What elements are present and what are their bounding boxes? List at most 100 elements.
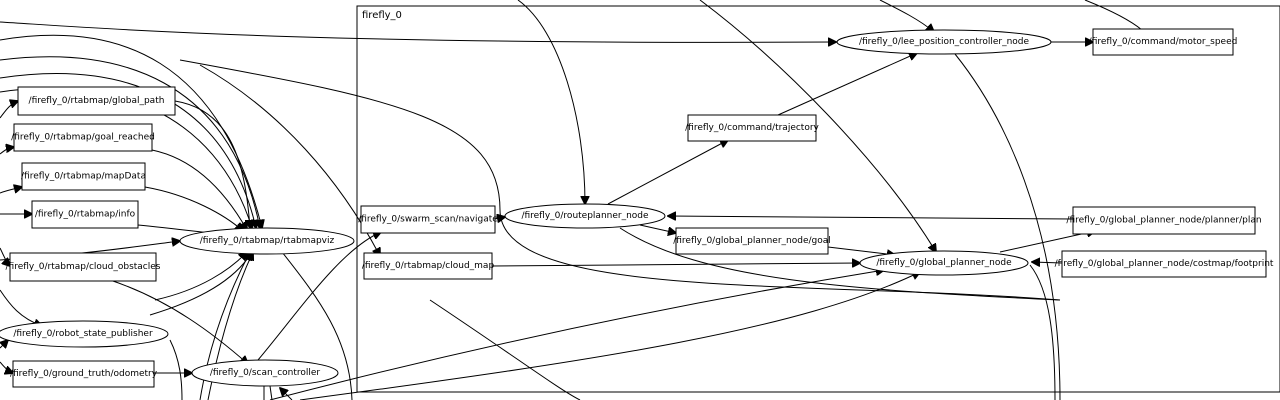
node-label: /firefly_0/routeplanner_node — [521, 211, 649, 221]
node-shape — [9, 252, 157, 282]
node-label: /firefly_0/rtabmap/mapData — [21, 172, 146, 182]
node-shape — [687, 114, 817, 142]
node-label: /firefly_0/rtabmap/cloud_map — [362, 261, 495, 271]
nodes-layer: /firefly_0/rtabmap/global_path /firefly_… — [0, 28, 1274, 388]
node-ground-truth-odometry[interactable]: /firefly_0/ground_truth/odometry — [10, 360, 158, 388]
node-global-path[interactable]: /firefly_0/rtabmap/global_path — [17, 86, 176, 116]
edge-top-routeplanner — [517, 0, 585, 204]
edge-long-1 — [179, 59, 1061, 301]
node-shape — [21, 162, 146, 191]
node-global-planner[interactable]: /firefly_0/global_planner_node — [859, 250, 1029, 276]
node-shape — [363, 252, 493, 280]
node-info[interactable]: /firefly_0/rtabmap/info — [31, 200, 139, 229]
node-label: /firefly_0/global_planner_node/costmap/f… — [1055, 259, 1274, 269]
node-label: /firefly_0/rtabmap/goal_reached — [11, 133, 155, 143]
node-label: /firefly_0/ground_truth/odometry — [10, 369, 158, 379]
edge-plan-route — [668, 216, 1074, 219]
cluster-label: firefly_0 — [362, 10, 402, 21]
edge-route — [0, 56, 260, 228]
edge-route-goal — [639, 224, 676, 233]
edge-left-rsp — [0, 289, 42, 326]
node-label: /firefly_0/global_planner_node/goal — [673, 236, 831, 246]
node-rtabmapviz[interactable]: /firefly_0/rtabmap/rtabmapviz — [179, 227, 355, 255]
node-label: /firefly_0/swarm_scan/navigate — [358, 215, 498, 225]
edge-route — [0, 34, 262, 228]
edge-long-2 — [619, 227, 1061, 301]
edge-gpn-down — [1029, 264, 1056, 400]
edge-top-lee-2 — [879, 0, 934, 32]
node-shape — [179, 227, 355, 255]
edge-up-viz-2 — [154, 252, 247, 301]
node-robot-state-publisher[interactable]: /firefly_0/robot_state_publisher — [0, 320, 169, 348]
node-global-planner-goal[interactable]: /firefly_0/global_planner_node/goal — [673, 227, 831, 255]
edge-top-motor — [1084, 0, 1143, 31]
node-command-trajectory[interactable]: /firefly_0/command/trajectory — [685, 114, 820, 142]
edge-mapdata — [144, 186, 243, 231]
node-scan-controller[interactable]: /firefly_0/scan_controller — [191, 359, 339, 387]
edge-scan-down-b — [269, 385, 273, 400]
node-label: /firefly_0/command/trajectory — [685, 123, 819, 133]
edge-scan-up — [280, 388, 293, 400]
edge-viz-cloudmap — [199, 64, 380, 256]
node-shape — [504, 203, 666, 229]
node-shape — [1061, 250, 1267, 278]
edge-global-path — [174, 100, 250, 228]
node-label: /firefly_0/rtabmap/rtabmapviz — [200, 236, 335, 246]
node-swarm-scan-navigate[interactable]: /firefly_0/swarm_scan/navigate — [358, 205, 498, 234]
node-goal-reached[interactable]: /firefly_0/rtabmap/goal_reached — [11, 123, 155, 152]
edge-scan-nav — [257, 232, 381, 361]
node-cloud-map[interactable]: /firefly_0/rtabmap/cloud_map — [362, 252, 495, 280]
edge-route-traj — [607, 140, 728, 205]
node-cloud-obstacles[interactable]: /firefly_0/rtabmap/cloud_obstacles — [6, 252, 161, 282]
node-shape — [31, 200, 139, 229]
node-mapdata[interactable]: /firefly_0/rtabmap/mapData — [21, 162, 146, 191]
edge-left-cloud-obst — [0, 247, 10, 266]
edge-left-mapdata — [0, 187, 22, 194]
node-label: /firefly_0/global_planner_node — [876, 258, 1012, 268]
edge-long-4 — [269, 270, 884, 400]
node-label: /firefly_0/rtabmap/global_path — [29, 96, 165, 106]
edge-left-global-path — [0, 101, 18, 119]
node-costmap-footprint[interactable]: /firefly_0/global_planner_node/costmap/f… — [1055, 250, 1274, 278]
edges-layer — [0, 0, 1143, 400]
node-lee-position-controller[interactable]: /firefly_0/lee_position_controller_node — [836, 29, 1052, 55]
node-shape — [675, 227, 829, 255]
node-label: /firefly_0/scan_controller — [210, 368, 321, 378]
node-routeplanner[interactable]: /firefly_0/routeplanner_node — [504, 203, 666, 229]
node-shape — [0, 320, 169, 348]
edge-left-goal — [0, 147, 14, 155]
node-shape — [859, 250, 1029, 276]
node-label: /firefly_0/global_planner_node/planner/p… — [1066, 216, 1261, 226]
node-shape — [1072, 206, 1256, 235]
node-shape — [1092, 28, 1234, 56]
edge-lee-down — [954, 53, 1061, 400]
node-label: /firefly_0/lee_position_controller_node — [859, 37, 1030, 47]
node-command-motor-speed[interactable]: /firefly_0/command/motor_speed — [1089, 28, 1238, 56]
edge-cloud-obst-scan — [109, 279, 248, 364]
node-planner-plan[interactable]: /firefly_0/global_planner_node/planner/p… — [1066, 206, 1262, 235]
node-shape — [191, 359, 339, 387]
edge-cloudmap-gpn — [491, 263, 860, 266]
edge-goal-gpn — [827, 246, 895, 255]
edge-long-3 — [429, 299, 581, 400]
cluster-firefly-0 — [356, 5, 1280, 393]
edge-rsp-down — [169, 339, 183, 400]
node-shape — [836, 29, 1052, 55]
edge-long-5 — [299, 272, 920, 400]
edge-left-a — [0, 340, 8, 348]
edge-top-lee — [0, 21, 836, 42]
node-label: /firefly_0/rtabmap/cloud_obstacles — [6, 262, 161, 272]
edge-left-odom — [0, 361, 13, 373]
node-label: /firefly_0/robot_state_publisher — [13, 329, 153, 339]
edge-top-gpn — [699, 0, 936, 252]
edge-viz-down — [281, 251, 353, 400]
node-shape — [360, 205, 496, 234]
node-shape — [13, 123, 153, 152]
node-shape — [12, 360, 155, 388]
edge-traj-lee — [777, 53, 917, 116]
node-label: /firefly_0/rtabmap/info — [35, 210, 136, 220]
node-label: /firefly_0/command/motor_speed — [1089, 37, 1238, 47]
edge-nav-route — [493, 217, 505, 219]
node-shape — [17, 86, 176, 116]
